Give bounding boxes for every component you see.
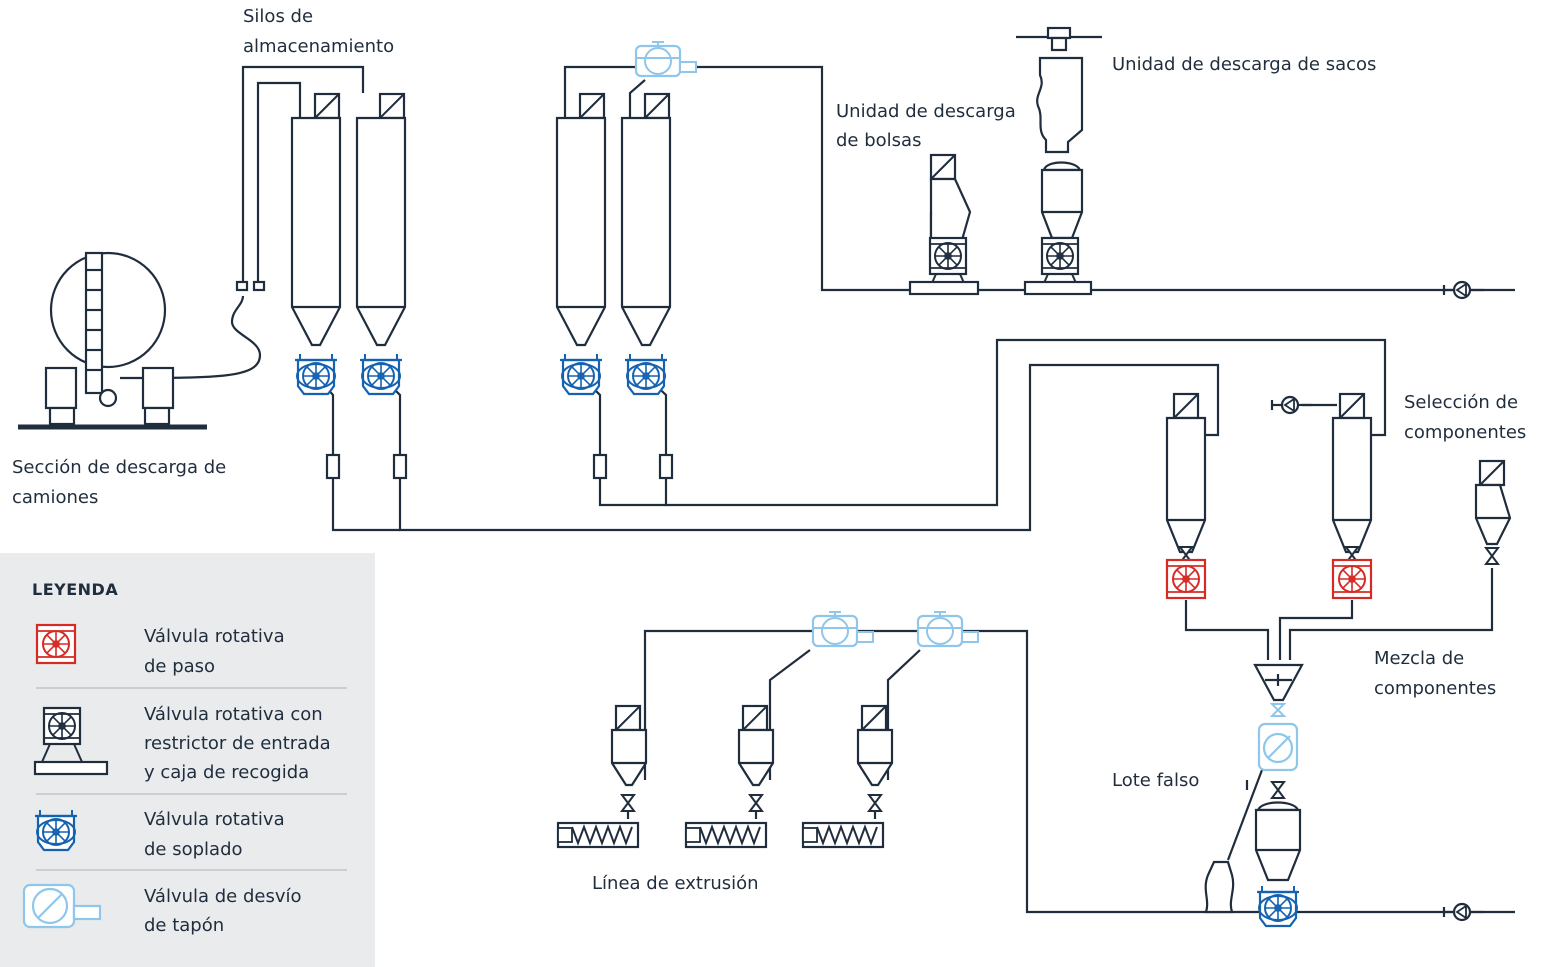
legend-item-text: de tapón [144, 915, 224, 936]
label-extrusion-line: Línea de extrusión [592, 873, 759, 894]
legend-item-text: y caja de recogida [144, 762, 309, 783]
legend-item-text: Válvula rotativa [144, 809, 285, 830]
label-bag-unloader-2: de bolsas [836, 130, 921, 151]
legend-item-red-valve: Válvula rotativa de paso [37, 625, 285, 677]
blue-rotary-valve-icon [35, 810, 77, 850]
storage-silos [290, 40, 698, 480]
label-storage-silos-1: Silos de [243, 6, 313, 27]
legend-item-dark-valve: Válvula rotativa con restrictor de entra… [33, 704, 331, 783]
label-dummy-batch: Lote falso [1112, 770, 1199, 791]
selection-silos [1165, 392, 1512, 598]
legend: LEYENDA Válvula rotativa de paso Válvula… [0, 553, 375, 967]
legend-item-text: de paso [144, 656, 215, 677]
legend-item-text: restrictor de entrada [144, 733, 331, 754]
mixer-section [1204, 663, 1304, 926]
label-component-mixing-1: Mezcla de [1374, 648, 1464, 669]
label-truck-section-1: Sección de descarga de [12, 457, 226, 478]
legend-item-text: Válvula rotativa [144, 626, 285, 647]
label-storage-silos-2: almacenamiento [243, 36, 394, 57]
red-rotary-valve-icon [37, 625, 75, 663]
bag-unloader [908, 153, 980, 296]
tanker-truck [18, 251, 266, 430]
label-component-mixing-2: componentes [1374, 678, 1496, 699]
label-truck-section-2: camiones [12, 487, 98, 508]
label-component-selection-2: componentes [1404, 422, 1526, 443]
sack-unloader [1016, 26, 1102, 296]
legend-title: LEYENDA [32, 580, 118, 599]
legend-item-diverter-valve: Válvula de desvío de tapón [22, 883, 302, 936]
extrusion-line [556, 610, 980, 849]
label-bag-unloader-1: Unidad de descarga [836, 101, 1016, 122]
label-component-selection-1: Selección de [1404, 392, 1518, 413]
legend-item-text: Válvula rotativa con [144, 704, 323, 725]
legend-item-text: Válvula de desvío [144, 886, 302, 907]
legend-item-blue-valve: Válvula rotativa de soplado [35, 809, 285, 860]
diverter-valve-icon [22, 883, 102, 929]
legend-item-text: de soplado [144, 839, 243, 860]
label-sack-unloader: Unidad de descarga de sacos [1112, 54, 1376, 75]
dark-rotary-valve-icon [33, 708, 109, 776]
